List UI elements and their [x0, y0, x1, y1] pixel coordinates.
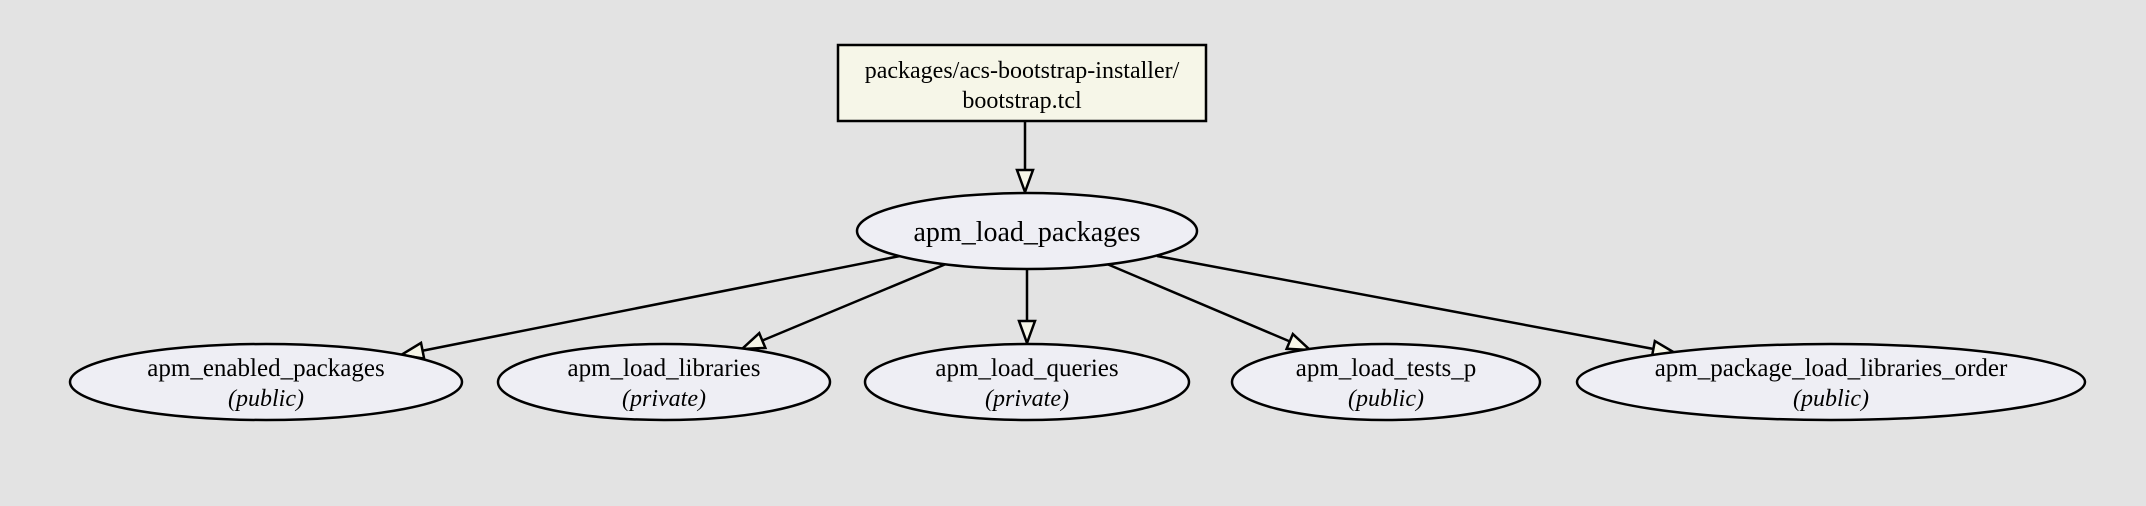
center-node-ellipse[interactable]	[855, 191, 1199, 271]
leaf-node-ellipse[interactable]	[496, 342, 832, 422]
node-apm_enabled_packages[interactable]: apm_enabled_packages (public)	[68, 342, 464, 422]
edge-center-to-apm_package_load_libraries_order	[1156, 254, 1675, 353]
edges-layer	[401, 121, 1675, 355]
leaf-node-visibility: (private)	[622, 386, 706, 412]
root-file-box[interactable]	[836, 43, 1208, 123]
leaf-node-ellipse[interactable]	[863, 342, 1191, 422]
leaf-node-visibility: (public)	[228, 386, 304, 412]
leaf-node-label: apm_package_load_libraries_order	[1655, 355, 2008, 382]
edge-center-to-apm_load_tests_p	[1106, 262, 1310, 350]
leaf-node-label: apm_load_queries	[935, 355, 1118, 382]
node-apm_package_load_libraries_order[interactable]: apm_package_load_libraries_order (public…	[1575, 342, 2087, 422]
leaf-node-ellipse[interactable]	[1230, 342, 1542, 422]
root-file-label-line1: packages/acs-bootstrap-installer/	[865, 58, 1180, 84]
center-node-label: apm_load_packages	[913, 217, 1140, 248]
leaf-node-label: apm_load_libraries	[568, 355, 761, 382]
edge-center-to-apm_enabled_packages	[401, 254, 901, 355]
leaf-node-ellipse[interactable]	[68, 342, 464, 422]
node-apm_load_tests_p[interactable]: apm_load_tests_p (public)	[1230, 342, 1542, 422]
leaf-node-visibility: (private)	[985, 386, 1069, 412]
node-apm_load_packages[interactable]: apm_load_packages	[855, 191, 1199, 271]
root-file-label-line2: bootstrap.tcl	[962, 88, 1082, 114]
leaf-node-ellipse[interactable]	[1575, 342, 2087, 422]
leaf-node-label: apm_load_tests_p	[1296, 355, 1477, 382]
edge-center-to-apm_load_libraries	[742, 262, 947, 349]
node-apm_load_libraries[interactable]: apm_load_libraries (private)	[496, 342, 832, 422]
node-apm_load_queries[interactable]: apm_load_queries (private)	[863, 342, 1191, 422]
leaf-node-visibility: (public)	[1348, 386, 1424, 412]
leaf-node-label: apm_enabled_packages	[147, 355, 384, 382]
node-bootstrap-tcl[interactable]: packages/acs-bootstrap-installer/ bootst…	[836, 43, 1208, 123]
leaf-node-visibility: (public)	[1793, 386, 1869, 412]
